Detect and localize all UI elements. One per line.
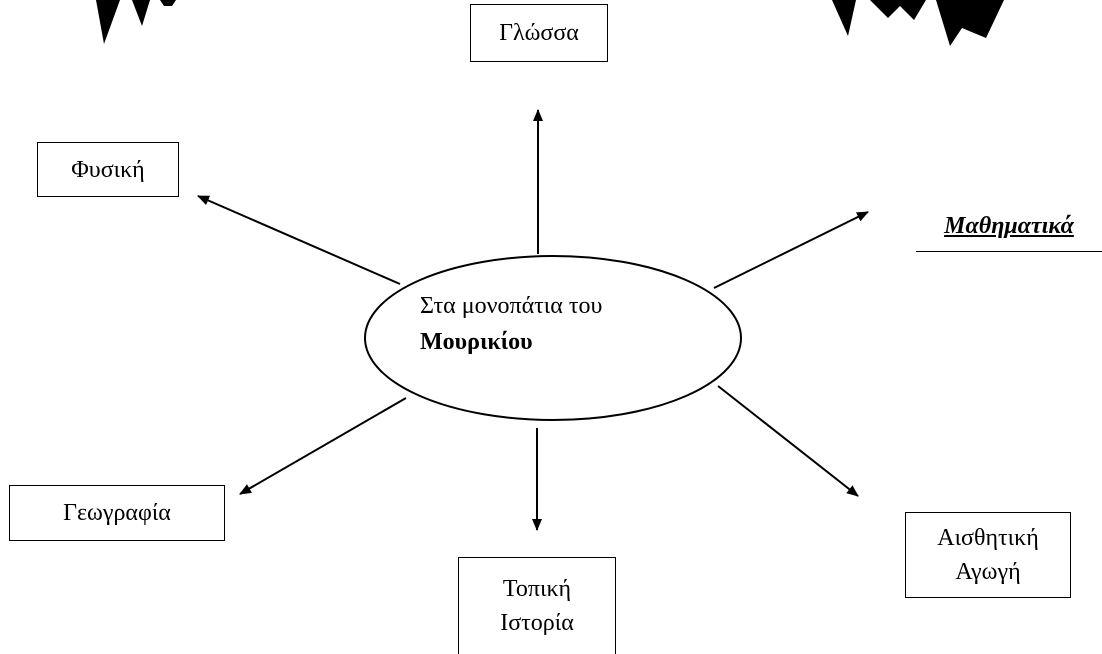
node-mathimatika-label: Μαθηματικά: [944, 212, 1074, 239]
node-fysiki-label: Φυσική: [71, 156, 145, 183]
node-topiki-istoria-line2: Ιστορία: [500, 610, 574, 636]
center-label: Στα μονοπάτια του Μουρικίου: [420, 288, 730, 360]
arrow-to-mathimatika: [713, 211, 869, 289]
node-topiki-istoria-line1: Τοπική: [502, 576, 572, 602]
node-geografia: Γεωγραφία: [9, 485, 225, 541]
node-topiki-istoria: Τοπική Ιστορία: [458, 557, 616, 654]
node-aisthitiki-agogi-line2: Αγωγή: [955, 559, 1021, 585]
node-glossa-label: Γλώσσα: [499, 20, 579, 46]
center-label-line2: Μουρικίου: [420, 329, 533, 355]
arrow-to-fysiki: [197, 195, 401, 285]
center-ellipse: [364, 255, 742, 421]
arrow-to-geografia: [239, 397, 407, 495]
decorative-wordart-right: [832, 0, 1004, 46]
arrow-to-aisthitiki-agogi: [717, 385, 859, 497]
decorative-wordart-left: [96, 0, 176, 44]
node-aisthitiki-agogi: Αισθητική Αγωγή: [905, 512, 1071, 598]
center-label-line1: Στα μονοπάτια του: [420, 293, 603, 319]
node-glossa: Γλώσσα: [470, 4, 608, 62]
node-aisthitiki-agogi-line1: Αισθητική: [937, 525, 1039, 551]
node-mathimatika: Μαθηματικά: [916, 200, 1102, 252]
node-geografia-label: Γεωγραφία: [63, 500, 171, 526]
node-fysiki: Φυσική: [37, 142, 179, 197]
